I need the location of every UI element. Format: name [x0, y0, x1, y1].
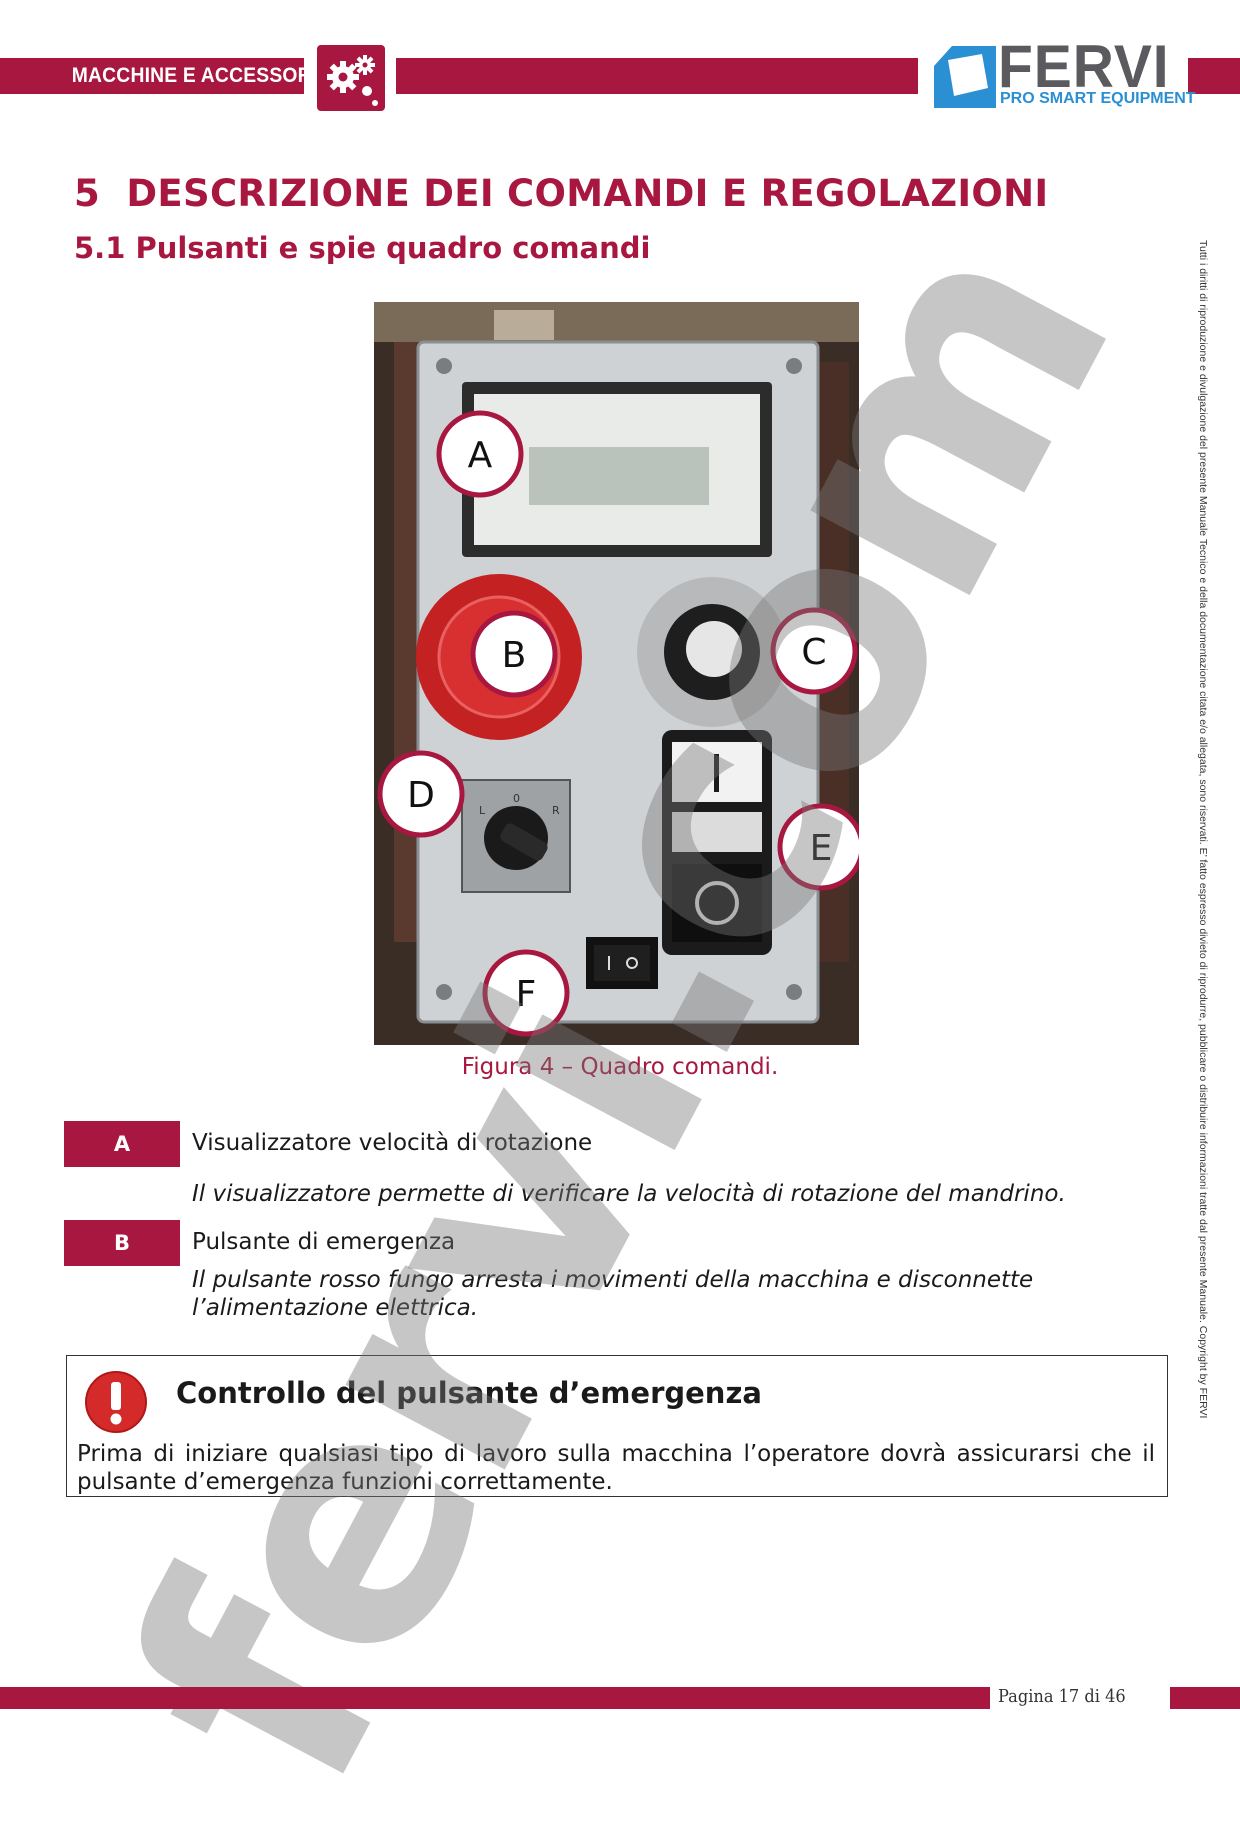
footer-bar-left — [0, 1687, 990, 1709]
item-tag-b: B — [64, 1220, 180, 1266]
figure-caption: Figura 4 – Quadro comandi. — [461, 1054, 779, 1080]
control-panel-photo: L 0 R A B C D E F — [374, 302, 859, 1045]
item-tag-a: A — [64, 1121, 180, 1167]
warning-box — [66, 1355, 1168, 1497]
item-description-b: Il pulsante rosso fungo arresta i movime… — [192, 1267, 1034, 1321]
item-description-a: Il visualizzatore permette di verificare… — [192, 1181, 1066, 1207]
brand-logo — [930, 40, 1180, 112]
brand-tagline: PRO SMART EQUIPMENT — [1000, 90, 1196, 107]
header-bar-right — [1188, 58, 1240, 94]
selector-label-l: L — [479, 804, 486, 817]
item-title-b: Pulsante di emergenza — [192, 1229, 456, 1255]
chapter-title: 5 DESCRIZIONE DEI COMANDI E REGOLAZIONI — [74, 172, 1049, 215]
marker-b: B — [502, 635, 527, 676]
marker-d: D — [407, 775, 435, 816]
page-number: Pagina 17 di 46 — [998, 1686, 1126, 1707]
marker-a: A — [468, 435, 493, 476]
section-title: 5.1 Pulsanti e spie quadro comandi — [74, 231, 651, 265]
marker-e: E — [810, 828, 833, 869]
footer-bar-right — [1170, 1687, 1240, 1709]
selector-label-r: R — [552, 804, 560, 817]
warning-title: Controllo del pulsante d’emergenza — [176, 1376, 762, 1410]
selector-label-0: 0 — [513, 792, 520, 805]
warning-icon — [84, 1370, 148, 1438]
warning-text: Prima di iniziare qualsiasi tipo di lavo… — [77, 1441, 1155, 1495]
header-bar-middle — [396, 58, 918, 94]
marker-f: F — [516, 974, 537, 1015]
brand-name: FERVI — [998, 33, 1170, 100]
section-label: MACCHINE E ACCESSORI — [0, 58, 317, 94]
side-copyright: Tutti i diritti di riproduzione e divulg… — [1197, 240, 1209, 1419]
item-title-a: Visualizzatore velocità di rotazione — [192, 1130, 593, 1156]
marker-c: C — [801, 632, 826, 673]
gears-icon — [317, 45, 385, 111]
